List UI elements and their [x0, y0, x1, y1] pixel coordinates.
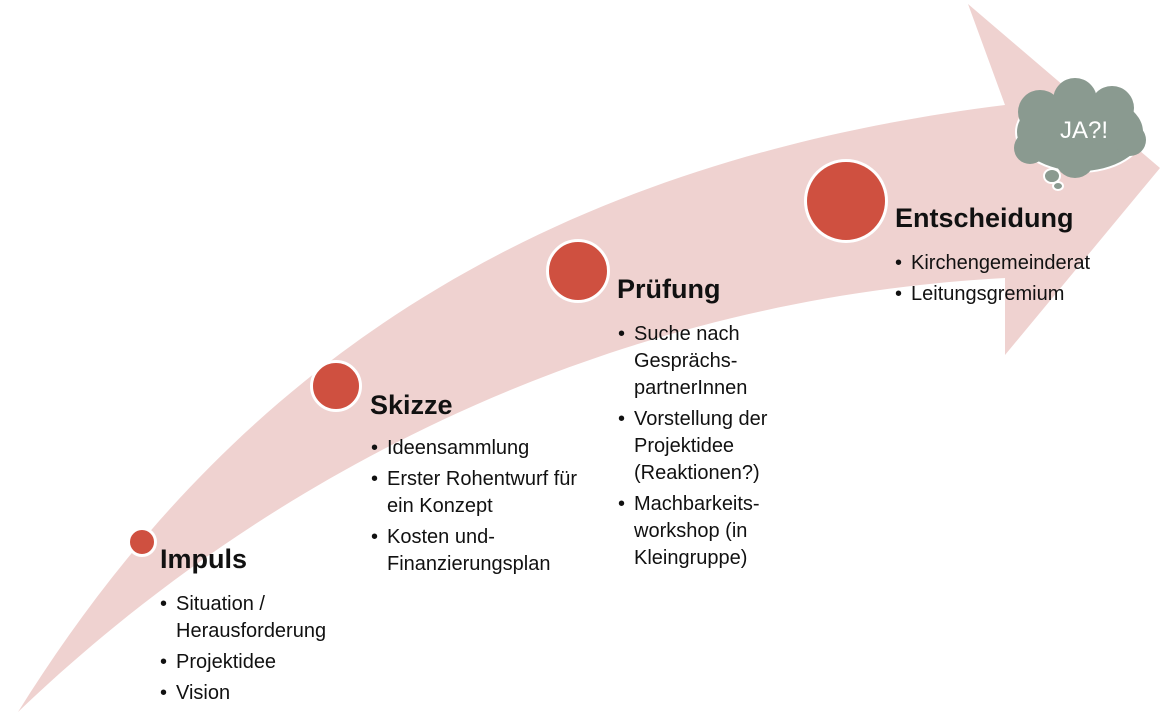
- stage-marker-pruefung: [546, 239, 610, 303]
- cloud-label: JA?!: [1059, 117, 1109, 144]
- stage-list-skizze: Ideensammlung Erster Rohentwurf für ein …: [371, 435, 586, 582]
- list-item: Projektidee: [160, 649, 370, 676]
- stage-list-impuls: Situation / Herausforderung Projektidee …: [160, 591, 370, 711]
- stage-list-entscheidung: Kirchengemeinderat Leitungsgremium: [895, 250, 1135, 312]
- list-item: Ideensammlung: [371, 435, 586, 462]
- list-item: Kosten und-Finanzierungsplan: [371, 524, 586, 578]
- stage-title-entscheidung: Entscheidung: [895, 203, 1074, 233]
- stage-list-pruefung: Suche nach Gesprächs-partnerInnen Vorste…: [618, 321, 823, 576]
- list-item: Suche nach Gesprächs-partnerInnen: [618, 321, 823, 402]
- stage-title-pruefung: Prüfung: [617, 274, 721, 304]
- list-item: Vision: [160, 680, 370, 707]
- stage-title-impuls: Impuls: [160, 544, 248, 574]
- list-item: Machbarkeits-workshop (in Kleingruppe): [618, 491, 823, 572]
- list-item: Kirchengemeinderat: [895, 250, 1135, 277]
- list-item: Situation / Herausforderung: [160, 591, 370, 645]
- stage-title-skizze: Skizze: [370, 390, 453, 420]
- list-item: Erster Rohentwurf für ein Konzept: [371, 466, 586, 520]
- thought-cloud-icon: [1014, 78, 1146, 191]
- list-item: Vorstellung der Projektidee (Reaktionen?…: [618, 406, 823, 487]
- stage-marker-entscheidung: [804, 159, 888, 243]
- stage-marker-skizze: [310, 360, 362, 412]
- list-item: Leitungsgremium: [895, 281, 1135, 308]
- stage-marker-impuls: [127, 527, 157, 557]
